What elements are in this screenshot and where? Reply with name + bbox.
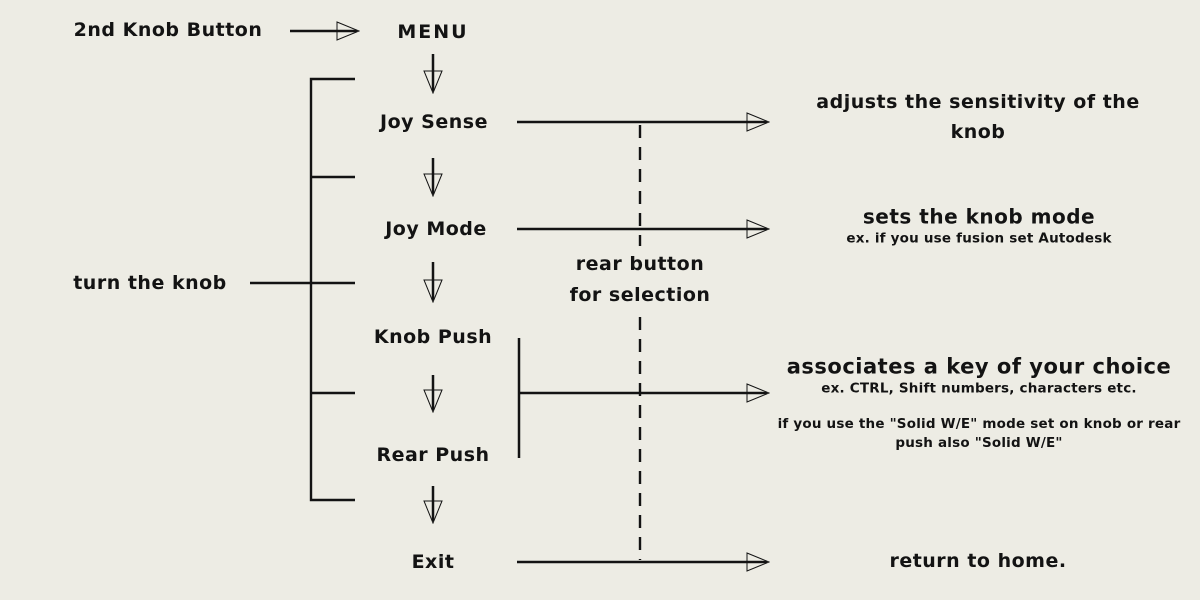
annotation-joy-sense: adjusts the sensitivity of the knob bbox=[816, 87, 1139, 147]
annotation-joy-sense-line1: adjusts the sensitivity of the bbox=[816, 91, 1140, 113]
annotation-joy-mode: sets the knob mode ex. if you use fusion… bbox=[846, 204, 1111, 249]
annotation-key-binding-note-line2: push also "Solid W/E" bbox=[895, 435, 1063, 451]
annotation-key-binding-note: if you use the "Solid W/E" mode set on k… bbox=[778, 415, 1181, 453]
bracket-turn-knob bbox=[309, 77, 355, 502]
annotation-key-binding-title: associates a key of your choice bbox=[786, 354, 1172, 379]
menu-item-joy-mode: Joy Mode bbox=[385, 218, 487, 240]
menu-item-rear-push: Rear Push bbox=[376, 444, 490, 466]
annotation-key-binding-note-line1: if you use the "Solid W/E" mode set on k… bbox=[777, 416, 1181, 432]
label-rear-button-selection-line1: rear button bbox=[575, 253, 705, 275]
menu-item-joy-sense: Joy Sense bbox=[380, 111, 488, 133]
label-rear-button-selection: rear button for selection bbox=[570, 249, 711, 311]
menu-item-knob-push: Knob Push bbox=[373, 326, 493, 348]
menu-item-exit: Exit bbox=[411, 551, 455, 573]
annotation-key-binding: associates a key of your choice ex. CTRL… bbox=[787, 354, 1171, 399]
label-turn-the-knob: turn the knob bbox=[73, 272, 227, 294]
annotation-joy-sense-line2: knob bbox=[950, 121, 1006, 143]
label-rear-button-selection-line2: for selection bbox=[569, 284, 711, 306]
annotation-exit: return to home. bbox=[889, 550, 1067, 572]
annotation-joy-mode-example: ex. if you use fusion set Autodesk bbox=[846, 230, 1112, 247]
label-2nd-knob-button: 2nd Knob Button bbox=[73, 19, 263, 41]
label-menu: MENU bbox=[397, 21, 469, 43]
annotation-joy-mode-title: sets the knob mode bbox=[862, 204, 1096, 229]
annotation-key-binding-example: ex. CTRL, Shift numbers, characters etc. bbox=[821, 380, 1137, 397]
